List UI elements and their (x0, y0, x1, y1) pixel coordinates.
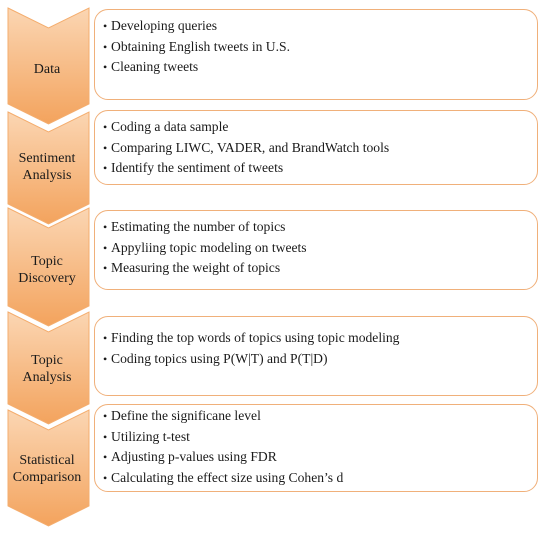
list-item: •Appyliing topic modeling on tweets (103, 239, 307, 255)
chevron-topic-analysis (7, 311, 90, 425)
list-item: •Utilizing t-test (103, 428, 190, 444)
stage-label-line: Sentiment (18, 151, 76, 166)
list-item: •Obtaining English tweets in U.S. (103, 38, 290, 54)
stage-box-topic-analysis: •Finding the top words of topics using t… (94, 316, 538, 396)
stage-label-line: Discovery (18, 271, 76, 286)
list-item: •Coding topics using P(W|T) and P(T|D) (103, 350, 328, 366)
stage-label-topic-analysis: Topic Analysis (6, 352, 88, 386)
list-item: •Coding a data sample (103, 119, 229, 134)
stage-label-line: Topic (31, 353, 63, 368)
stage-label-statistical-comparison: Statistical Comparison (6, 452, 88, 486)
list-item: •Cleaning tweets (103, 59, 199, 74)
stage-label-line: Analysis (22, 168, 72, 183)
stage-label-line: Comparison (12, 470, 82, 485)
list-item: •Adjusting p-values using FDR (103, 449, 277, 464)
stage-label-topic-discovery: Topic Discovery (6, 253, 88, 287)
chevron-topic-discovery (7, 207, 90, 327)
stage-label-line: Data (33, 62, 61, 77)
list-item: •Comparing LIWC, VADER, and BrandWatch t… (103, 139, 390, 155)
list-item: •Calculating the effect size using Cohen… (103, 469, 344, 485)
stage-box-sentiment-analysis: •Coding a data sample •Comparing LIWC, V… (94, 110, 538, 185)
stage-box-topic-discovery: •Estimating the number of topics •Appyli… (94, 210, 538, 290)
list-item: •Identify the sentiment of tweets (103, 160, 284, 175)
list-item: •Define the significane level (103, 408, 261, 423)
stage-box-statistical-comparison: •Define the significane level •Utilizing… (94, 404, 538, 492)
chevron-sentiment-analysis (7, 111, 90, 225)
stage-label-data: Data (6, 61, 88, 78)
stage-box-data: •Developing queries •Obtaining English t… (94, 9, 538, 100)
stage-label-line: Analysis (22, 370, 72, 385)
stage-label-line: Statistical (19, 453, 75, 468)
stage-label-line: Topic (31, 254, 63, 269)
list-item: •Developing queries (103, 18, 218, 33)
list-item: •Finding the top words of topics using t… (103, 330, 400, 345)
chevron-statistical-comparison (7, 409, 90, 527)
chevron-data (7, 7, 90, 125)
list-item: •Measuring the weight of topics (103, 260, 281, 275)
list-item: •Estimating the number of topics (103, 219, 286, 234)
stage-label-sentiment-analysis: Sentiment Analysis (6, 150, 88, 184)
